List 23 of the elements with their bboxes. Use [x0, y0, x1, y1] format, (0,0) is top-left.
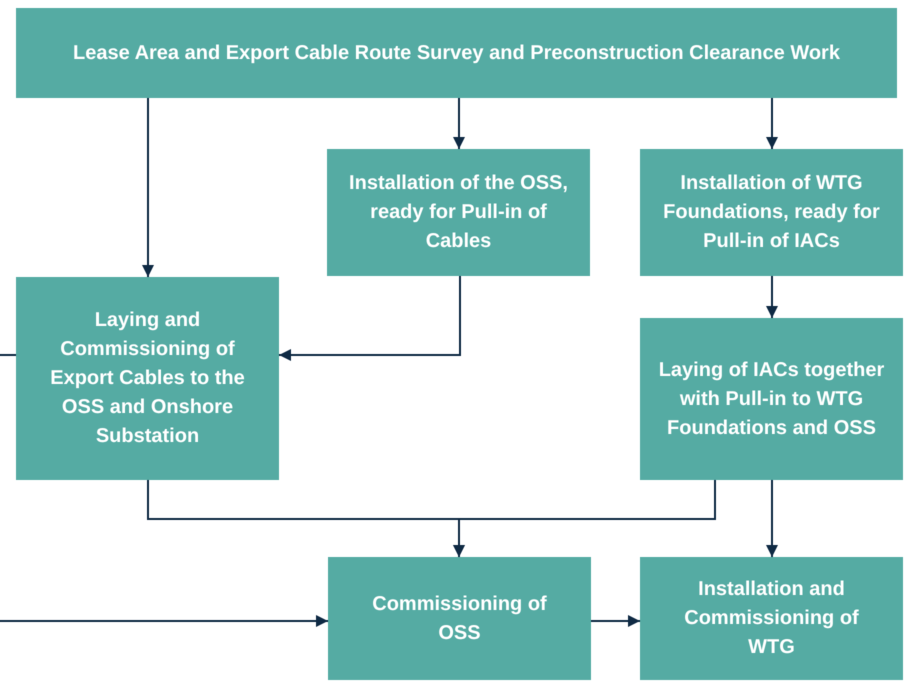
process-box	[328, 557, 591, 680]
process-box	[640, 318, 903, 480]
arrow	[0, 615, 328, 627]
arrow	[766, 276, 778, 318]
arrow	[279, 276, 461, 361]
box-label: Laying of IACs together with Pull-in to WTG Foundations and OSS	[658, 358, 886, 440]
process-box	[16, 8, 897, 98]
box-label: Commissioning of OSS	[371, 592, 548, 646]
box-label: Installation and Commissioning of WTG	[683, 577, 860, 660]
arrow	[142, 98, 154, 277]
process-box	[327, 149, 590, 276]
process-box	[640, 557, 903, 680]
box-label: Installation of WTG Foundations, ready for Pull-in of IACs	[662, 171, 881, 254]
box-label: Lease Area and Export Cable Route Survey and Preconstruction Clearance Work	[73, 40, 840, 66]
arrow	[766, 98, 778, 149]
process-box	[16, 277, 279, 480]
box-label: Installation of the OSS, ready for Pull-in of Cables	[348, 171, 569, 254]
process-box	[640, 149, 903, 276]
box-label: Laying and Commissioning of Export Cables to the OSS and Onshore Substation	[49, 308, 246, 449]
arrow	[766, 480, 778, 557]
arrow	[453, 98, 465, 149]
arrow	[453, 480, 716, 557]
arrow	[591, 615, 640, 627]
